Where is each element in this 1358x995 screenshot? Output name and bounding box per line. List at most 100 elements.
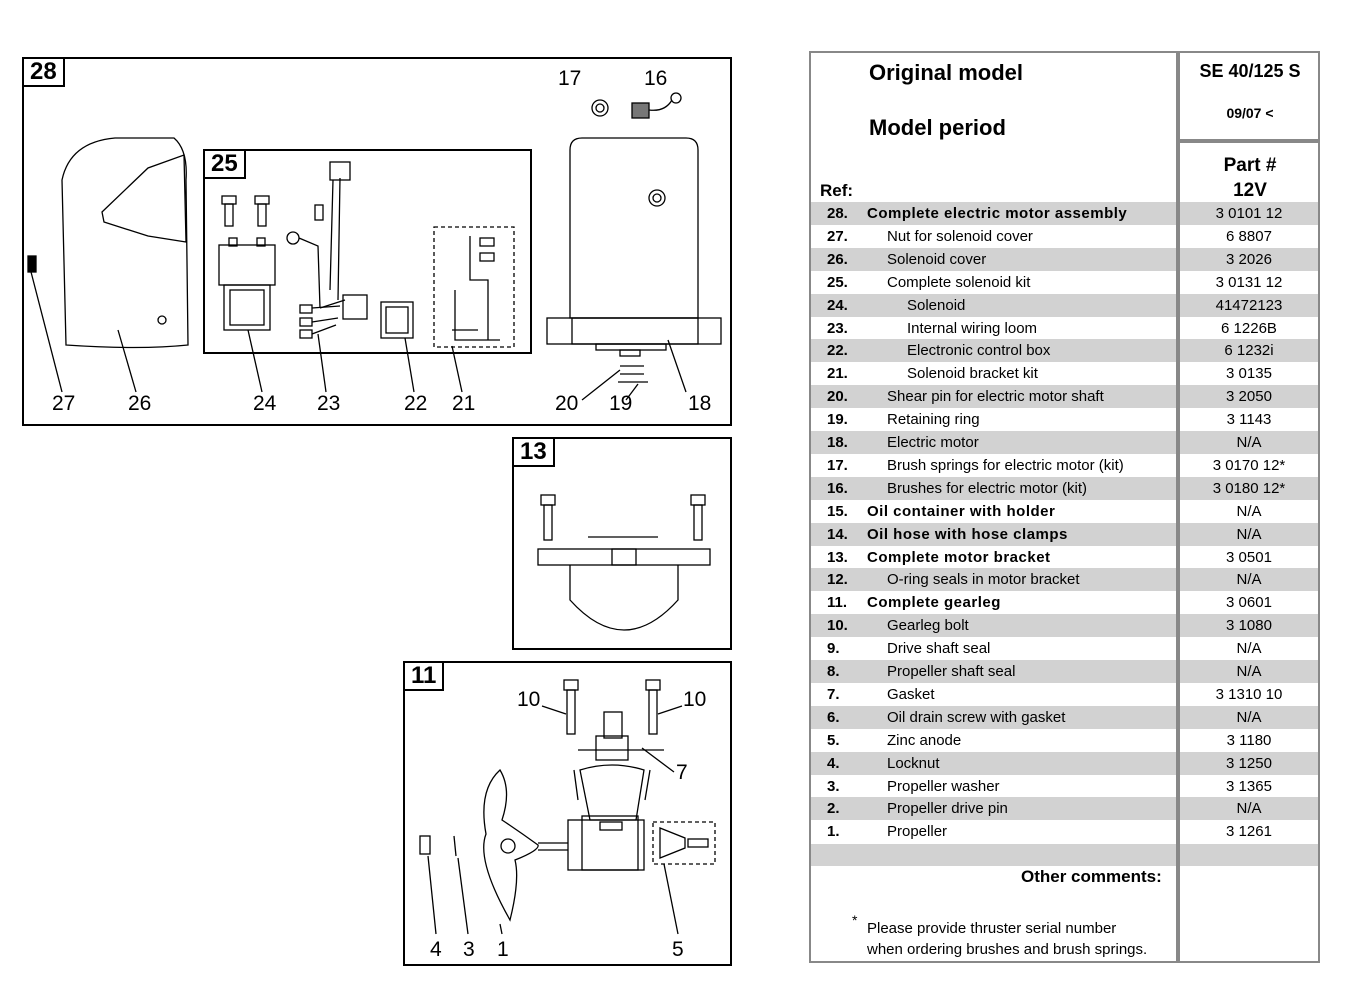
- row-part-number: N/A: [1236, 502, 1262, 520]
- voltage-label: 12V: [1233, 180, 1267, 201]
- table-row: 19. Retaining ring 3 1143: [811, 408, 1318, 432]
- original-model-label: Original model: [869, 60, 1024, 85]
- callout-16: 16: [644, 67, 668, 90]
- row-description: Electronic control box: [907, 342, 1051, 360]
- row-description: Brush springs for electric motor (kit): [887, 456, 1124, 474]
- table-bottom-band: [811, 844, 1318, 866]
- row-part-number: 3 0101 12: [1215, 205, 1283, 222]
- callout-19: 19: [609, 392, 633, 415]
- callout-17: 17: [558, 67, 582, 90]
- gearleg-11-label: 11: [403, 661, 445, 691]
- gearleg-11-panel: 11: [403, 661, 732, 966]
- row-description: Drive shaft seal: [887, 640, 991, 658]
- callout-7: 7: [676, 761, 688, 784]
- table-row: 12. O-ring seals in motor bracket N/A: [811, 568, 1318, 592]
- row-ref: 6.: [827, 708, 840, 726]
- row-ref: 2.: [827, 800, 840, 818]
- row-description: Oil container with holder: [867, 502, 1056, 520]
- model-period: 09/07 <: [1226, 105, 1274, 121]
- row-ref: 23.: [827, 319, 848, 337]
- row-part-number: 41472123: [1215, 296, 1283, 314]
- row-ref: 3.: [827, 777, 840, 795]
- footnote-line-1: Please provide thruster serial number: [867, 920, 1117, 937]
- callout-24: 24: [253, 392, 277, 415]
- row-description: Electric motor: [887, 434, 979, 451]
- solenoid-cover-shape: [61, 137, 189, 349]
- callout-4: 4: [430, 938, 442, 961]
- row-description: Oil drain screw with gasket: [887, 708, 1066, 726]
- row-description: Propeller washer: [887, 777, 1000, 795]
- row-ref: 26.: [827, 250, 848, 268]
- callout-10-left: 10: [517, 688, 541, 711]
- table-row: 17. Brush springs for electric motor (kit…: [811, 453, 1318, 477]
- callout-18: 18: [688, 392, 712, 415]
- row-description: Gearleg bolt: [887, 617, 969, 635]
- row-part-number: 3 0135: [1226, 365, 1272, 383]
- model-name: SE 40/125 S: [1199, 61, 1301, 81]
- row-description: O-ring seals in motor bracket: [887, 571, 1080, 589]
- row-ref: 4.: [827, 754, 840, 772]
- row-description: Gasket: [887, 685, 935, 703]
- row-part-number: 3 1143: [1226, 411, 1272, 429]
- row-part-number: N/A: [1236, 571, 1262, 589]
- row-description: Propeller drive pin: [887, 800, 1008, 818]
- footnote-asterisk: *: [852, 912, 858, 928]
- table-row: 7. Gasket 3 1310 10: [811, 682, 1318, 706]
- other-comments-label: Other comments:: [1021, 867, 1162, 886]
- row-description: Retaining ring: [887, 411, 980, 429]
- row-part-number: 3 0131 12: [1215, 273, 1283, 291]
- row-description: Oil hose with hose clamps: [867, 525, 1068, 543]
- row-description: Propeller shaft seal: [887, 663, 1016, 680]
- row-ref: 10.: [827, 617, 848, 635]
- footnote-line-2: when ordering brushes and brush springs.: [867, 941, 1148, 958]
- row-description: Complete solenoid kit: [887, 273, 1031, 291]
- row-ref: 21.: [827, 365, 848, 383]
- callout-10-right: 10: [683, 688, 707, 711]
- row-description: Solenoid bracket kit: [907, 365, 1038, 383]
- table-row: 4. Locknut 3 1250: [811, 751, 1318, 775]
- callout-5: 5: [672, 938, 684, 961]
- row-ref: 28.: [827, 205, 848, 222]
- motor-bracket-13-panel: 13: [512, 437, 732, 650]
- callout-20: 20: [555, 392, 579, 415]
- table-row: 16.Brushes for electric motor (kit)3 018…: [811, 476, 1318, 500]
- row-part-number: 6 1232i: [1224, 342, 1274, 360]
- solenoid-kit-25-label: 25: [203, 149, 246, 179]
- row-ref: 7.: [827, 685, 840, 703]
- row-part-number: 3 1261: [1226, 823, 1272, 841]
- row-ref: 12.: [827, 571, 848, 589]
- row-description: Brushes for electric motor (kit): [887, 479, 1088, 497]
- row-ref: 16.: [827, 479, 848, 497]
- row-part-number: 3 1080: [1226, 617, 1272, 635]
- callout-3: 3: [463, 938, 475, 961]
- row-ref: 20.: [827, 388, 848, 406]
- row-description: Shear pin for electric motor shaft: [887, 388, 1104, 406]
- motor-bracket-13-label: 13: [512, 437, 555, 467]
- row-ref: 17.: [827, 456, 848, 474]
- row-part-number: 3 1310 10: [1215, 685, 1283, 703]
- row-ref: 19.: [827, 411, 848, 429]
- row-description: Zinc anode: [887, 731, 962, 749]
- row-part-number: 6 1226B: [1221, 319, 1277, 337]
- row-part-number: N/A: [1236, 640, 1262, 658]
- row-part-number: 6 8807: [1226, 227, 1272, 245]
- row-ref: 11.: [827, 594, 848, 612]
- row-description: Locknut: [887, 754, 940, 772]
- callout-21: 21: [452, 392, 476, 415]
- row-ref: 14.: [827, 525, 848, 543]
- row-part-number: 3 1250: [1226, 754, 1272, 772]
- callout-26: 26: [128, 392, 152, 415]
- row-description: Nut for solenoid cover: [887, 227, 1033, 245]
- row-part-number: N/A: [1236, 434, 1262, 451]
- row-description: Solenoid cover: [887, 250, 987, 268]
